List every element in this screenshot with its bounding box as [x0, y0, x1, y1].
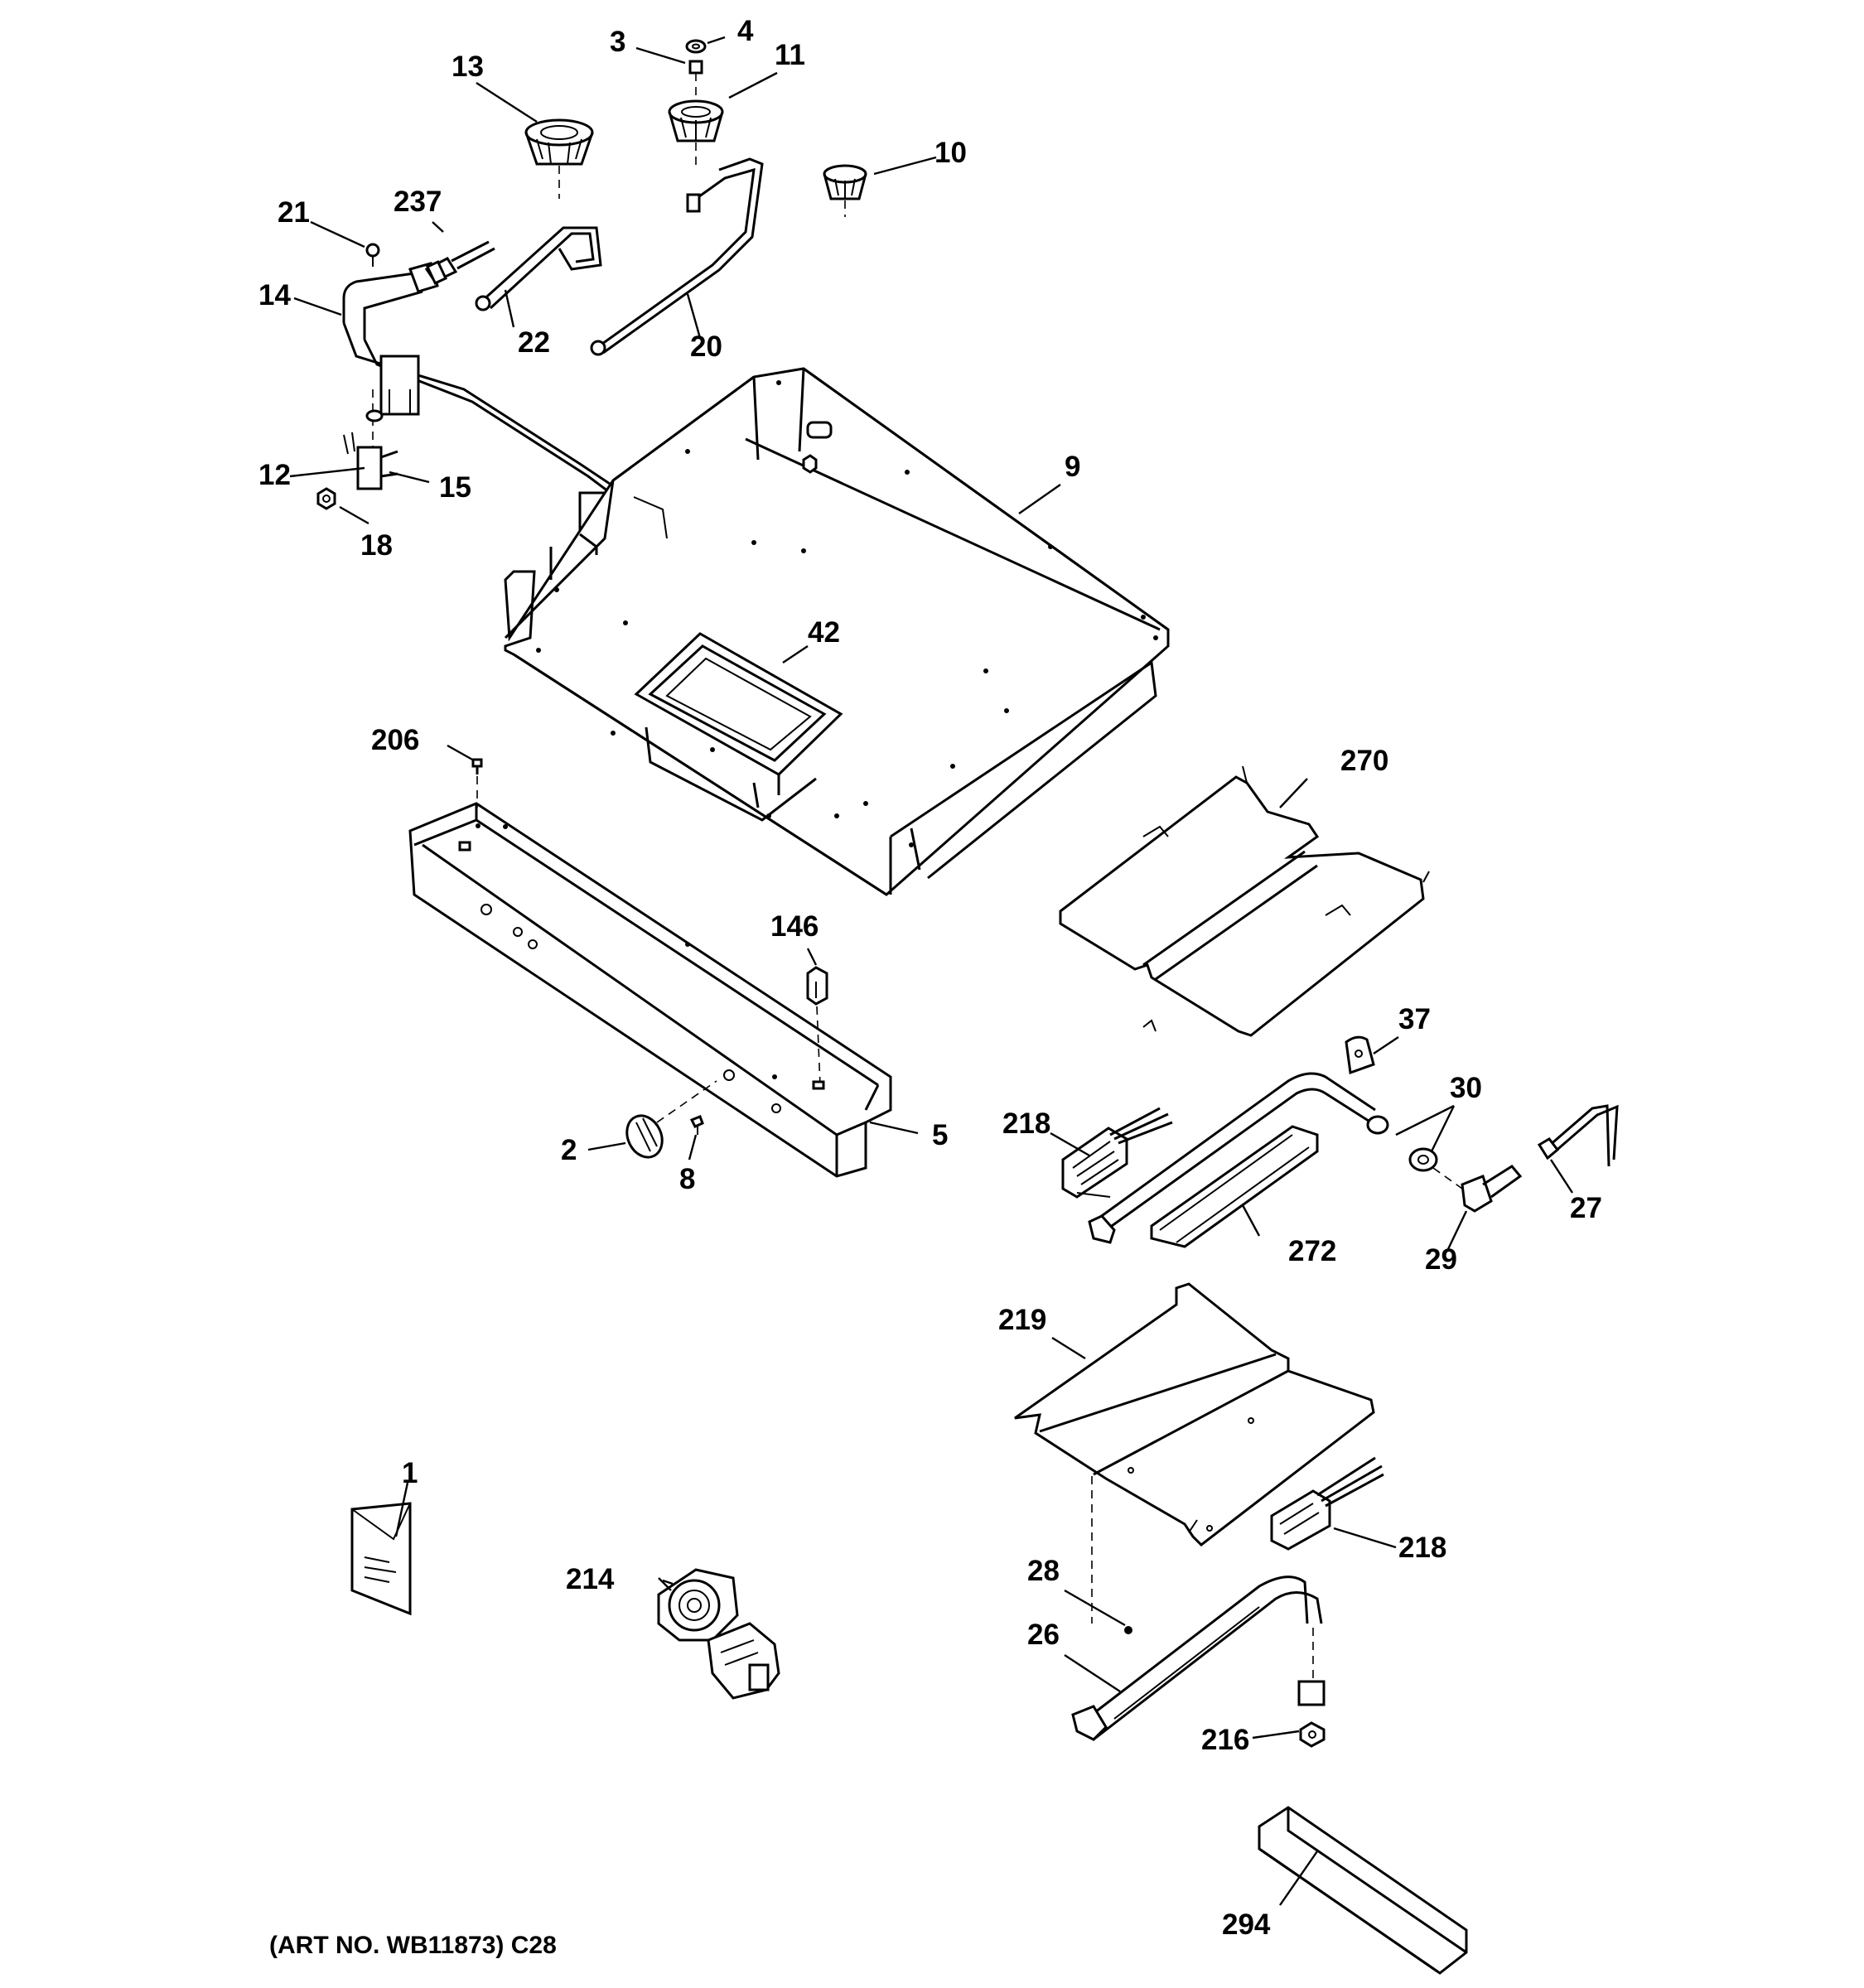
part-294-bracket	[1258, 1806, 1468, 1975]
washer	[365, 409, 384, 422]
burner-box-opening-42	[634, 632, 843, 822]
igniter-218-upper	[1061, 1107, 1173, 1199]
callout-26: 26	[1027, 1619, 1060, 1651]
callout-237: 237	[394, 186, 442, 218]
part-29-elbow	[1461, 1165, 1523, 1213]
part-30-orifice	[1366, 1115, 1463, 1189]
callout-22: 22	[518, 326, 550, 359]
callout-15: 15	[439, 471, 471, 504]
part-237-fitting	[424, 240, 495, 285]
valve-bracket-12-15	[343, 432, 398, 490]
igniter-218-lower	[1270, 1456, 1384, 1551]
part-146-clip	[806, 966, 828, 1090]
burner-head-10	[823, 164, 867, 217]
callout-37: 37	[1398, 1003, 1431, 1035]
burner-head-11	[668, 99, 724, 166]
baffle-219	[1014, 1282, 1375, 1546]
callout-4: 4	[737, 15, 754, 47]
baffle-270	[1059, 765, 1430, 1037]
callout-294: 294	[1222, 1908, 1271, 1941]
callout-30: 30	[1450, 1072, 1482, 1104]
bake-burner-tube	[1088, 1072, 1376, 1244]
leader-lines	[289, 36, 1574, 1906]
callout-13: 13	[452, 51, 484, 83]
callout-270: 270	[1340, 745, 1388, 777]
callout-21: 21	[278, 196, 310, 229]
callout-8: 8	[679, 1163, 695, 1195]
callout-218-lower: 218	[1398, 1532, 1446, 1564]
callout-20: 20	[690, 331, 722, 363]
part-1-literature	[350, 1502, 412, 1616]
part-8-screw	[689, 1115, 704, 1135]
callout-206: 206	[371, 724, 419, 756]
burner-channel-272	[1150, 1125, 1319, 1248]
broil-burner-26	[1071, 1575, 1326, 1741]
callout-5: 5	[932, 1119, 948, 1151]
callout-272: 272	[1288, 1235, 1336, 1267]
part-18-nut	[316, 487, 336, 510]
callout-18: 18	[360, 529, 393, 562]
burner-box-9	[504, 367, 1170, 896]
part-214-valve	[657, 1568, 780, 1700]
callout-12: 12	[258, 459, 291, 491]
callout-10: 10	[934, 137, 967, 169]
callout-42: 42	[808, 616, 840, 649]
burner-head-13	[524, 118, 594, 199]
callout-216: 216	[1201, 1724, 1249, 1756]
callout-218-upper: 218	[1002, 1107, 1050, 1140]
callout-214: 214	[566, 1563, 615, 1595]
part-216-nut	[1299, 1721, 1326, 1748]
part-37-shield	[1345, 1035, 1375, 1075]
callout-29: 29	[1425, 1243, 1457, 1276]
callout-219: 219	[998, 1304, 1046, 1336]
tube-22	[475, 226, 602, 311]
part-21-screw	[365, 243, 380, 267]
art-number: (ART NO. WB11873) C28	[269, 1932, 557, 1959]
part-28-screw	[1124, 1626, 1132, 1634]
burner-box-screws	[536, 380, 1158, 847]
callout-3: 3	[610, 26, 625, 58]
manifold-panel-5	[408, 802, 892, 1178]
callout-27: 27	[1570, 1192, 1602, 1224]
callout-28: 28	[1027, 1555, 1060, 1587]
part-2-knob	[625, 1080, 717, 1159]
callout-9: 9	[1065, 451, 1080, 483]
tube-20	[590, 157, 764, 356]
part-206-screw	[471, 758, 483, 808]
callout-2: 2	[561, 1134, 577, 1166]
part-3-screw	[688, 60, 703, 98]
callout-146: 146	[770, 910, 819, 943]
callout-11: 11	[775, 39, 805, 71]
callout-14: 14	[258, 279, 291, 311]
part-4-washer	[685, 39, 707, 54]
callout-labels: 13 3 4 11 10 21 237 14 22 20 12 15 18 9 …	[258, 15, 1602, 1959]
part-27-tube	[1537, 1104, 1619, 1167]
callout-1: 1	[402, 1457, 418, 1489]
